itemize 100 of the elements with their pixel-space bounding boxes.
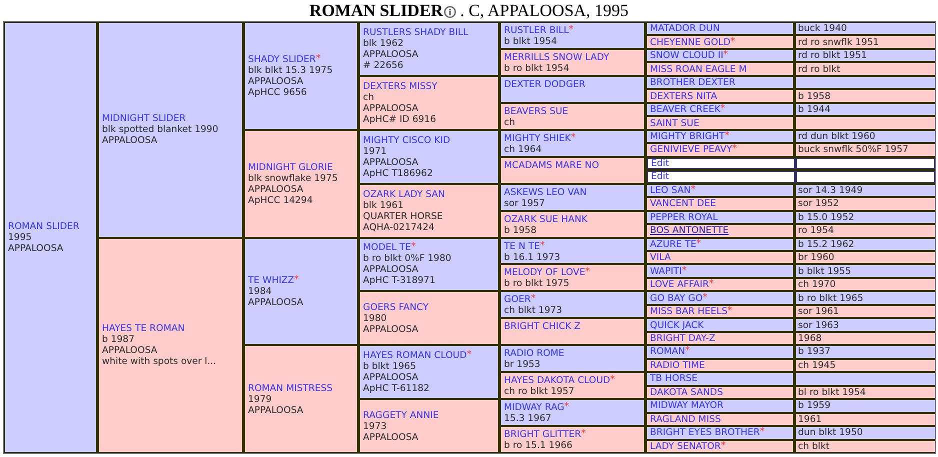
pedigree-cell — [501, 212, 644, 236]
pedigree-cell — [647, 252, 935, 264]
horse-info: QUARTER HORSE — [363, 210, 443, 222]
title-details: . C, APPALOOSA, 1995 — [460, 1, 629, 20]
horse-info: b ro blkt 1975 — [504, 278, 570, 290]
horse-name: MISS ROAN EAGLE M — [650, 64, 747, 75]
horse-info: blk spotted blanket 1990 — [102, 124, 218, 136]
edit-link: Edit — [651, 158, 670, 168]
pedigree-cell — [245, 346, 357, 452]
pedigree-cell — [501, 158, 644, 183]
horse-name: MIDNIGHT GLORIE — [248, 162, 333, 173]
pedigree-cell — [647, 130, 935, 142]
horse-name: ROMAN SLIDER — [8, 221, 80, 232]
horse-info: ch blkt — [798, 440, 830, 452]
horse-info: br 1953 — [504, 359, 540, 370]
horse-info: b blkt 1954 — [504, 36, 557, 47]
horse-info: blk snowflake 1975 — [248, 172, 338, 184]
horse-info: b 16.1 1973 — [504, 252, 560, 262]
horse-name: HAYES TE ROMAN — [102, 323, 185, 334]
pedigree-cell — [647, 225, 935, 236]
horse-info: ch — [504, 116, 516, 128]
horse-info: 1980 — [363, 312, 387, 324]
horse-info: APPALOOSA — [363, 264, 418, 276]
horse-info: b ro blkt 1965 — [798, 292, 864, 304]
horse-info: b ro 15.1 1966 — [504, 440, 572, 452]
horse-info: b 1958 — [798, 90, 831, 102]
horse-name: MCADAMS MARE NO — [504, 160, 600, 171]
horse-info: APPALOOSA — [8, 243, 64, 254]
horse-info: blk blkt 15.3 1975 — [248, 64, 333, 76]
horse-info: APPALOOSA — [363, 156, 418, 168]
pedigree-cell — [647, 332, 935, 344]
horse-info: b ro blkt 1954 — [504, 62, 570, 74]
horse-info: APPALOOSA — [248, 404, 304, 416]
page-title: ROMAN SLIDER — [309, 1, 444, 20]
horse-info: b 1958 — [504, 224, 537, 236]
horse-info: ch 1945 — [798, 360, 836, 371]
pedigree-cell — [647, 238, 935, 250]
horse-info: APPALOOSA — [248, 184, 304, 195]
horse-info: rd ro blkt 1951 — [798, 50, 867, 62]
pedigree-cell — [647, 400, 935, 412]
horse-info: ro 1954 — [798, 225, 834, 236]
pedigree-cell — [647, 198, 935, 210]
horse-info: sor 1961 — [798, 306, 839, 318]
horse-name: BROTHER DEXTER — [650, 77, 736, 88]
horse-name: RADIO ROME — [504, 348, 564, 360]
horse-info: APPALOOSA — [102, 345, 158, 356]
horse-info: APPALOOSA — [363, 102, 418, 114]
pedigree-cell — [647, 212, 935, 224]
horse-info: b 15.0 1952 — [798, 212, 854, 223]
horse-info: rd dun blkt 1960 — [798, 130, 876, 142]
pedigree-cell — [501, 373, 644, 398]
horse-info: br 1960 — [798, 252, 834, 264]
pedigree-cell — [647, 346, 935, 358]
pedigree-cell — [501, 292, 644, 318]
pedigree-cell — [647, 427, 935, 439]
horse-name: BRIGHT DAY-Z — [650, 333, 716, 344]
horse-info: ch ro blkt 1957 — [504, 386, 574, 398]
horse-info: ApHC T-61182 — [363, 383, 430, 394]
horse-info: b ro blkt 0%F 1980 — [363, 253, 452, 264]
horse-info: dun blkt 1950 — [798, 427, 863, 438]
pedigree-cell — [501, 319, 644, 344]
horse-name: PEPPER ROYAL — [650, 212, 718, 223]
pedigree-cell — [245, 23, 357, 129]
horse-info: 1961 — [798, 414, 822, 425]
horse-info: 1979 — [248, 394, 272, 405]
horse-info: APPALOOSA — [248, 296, 304, 308]
horse-name: RUSTLERS SHADY BILL — [363, 26, 468, 38]
pedigree-cell — [360, 238, 498, 290]
pedigree-cell — [501, 427, 644, 452]
horse-info: ApHCC 9656 — [248, 86, 307, 98]
horse-info: blk 1962 — [363, 38, 404, 49]
pedigree-cell — [647, 386, 935, 398]
pedigree-cell — [647, 265, 935, 277]
pedigree-cell — [360, 400, 498, 452]
horse-info: b blkt 1965 — [363, 361, 416, 372]
horse-info: ApHC# ID 6916 — [363, 114, 436, 125]
horse-info: APPALOOSA — [363, 48, 418, 60]
horse-name: OZARK SUE HANK — [504, 214, 588, 225]
pedigree-cell — [647, 440, 935, 452]
pedigree-cell — [360, 292, 498, 344]
pedigree-cell — [501, 50, 644, 75]
horse-name: GOERS FANCY — [363, 302, 429, 313]
horse-info: 1984 — [248, 286, 272, 297]
horse-info: buck 1940 — [798, 23, 847, 34]
pedigree-cell — [647, 319, 935, 331]
horse-info: APPALOOSA — [363, 432, 418, 443]
pedigree-cell — [501, 76, 644, 102]
pedigree-cell — [647, 63, 935, 75]
horse-info: sor 14.3 1949 — [798, 184, 863, 196]
horse-name: DEXTERS MISSY — [363, 80, 438, 92]
pedigree-cell — [5, 23, 96, 452]
pedigree-cell — [647, 306, 935, 318]
horse-info: sor 1952 — [798, 198, 839, 210]
pedigree-cell — [647, 171, 935, 183]
horse-name: MIDNIGHT SLIDER — [102, 113, 186, 124]
pedigree-cell — [245, 238, 357, 344]
pedigree-cell — [647, 184, 935, 196]
horse-name: MIDWAY MAYOR — [650, 400, 724, 412]
pedigree-cell — [647, 50, 935, 62]
pedigree-cell — [647, 90, 935, 102]
